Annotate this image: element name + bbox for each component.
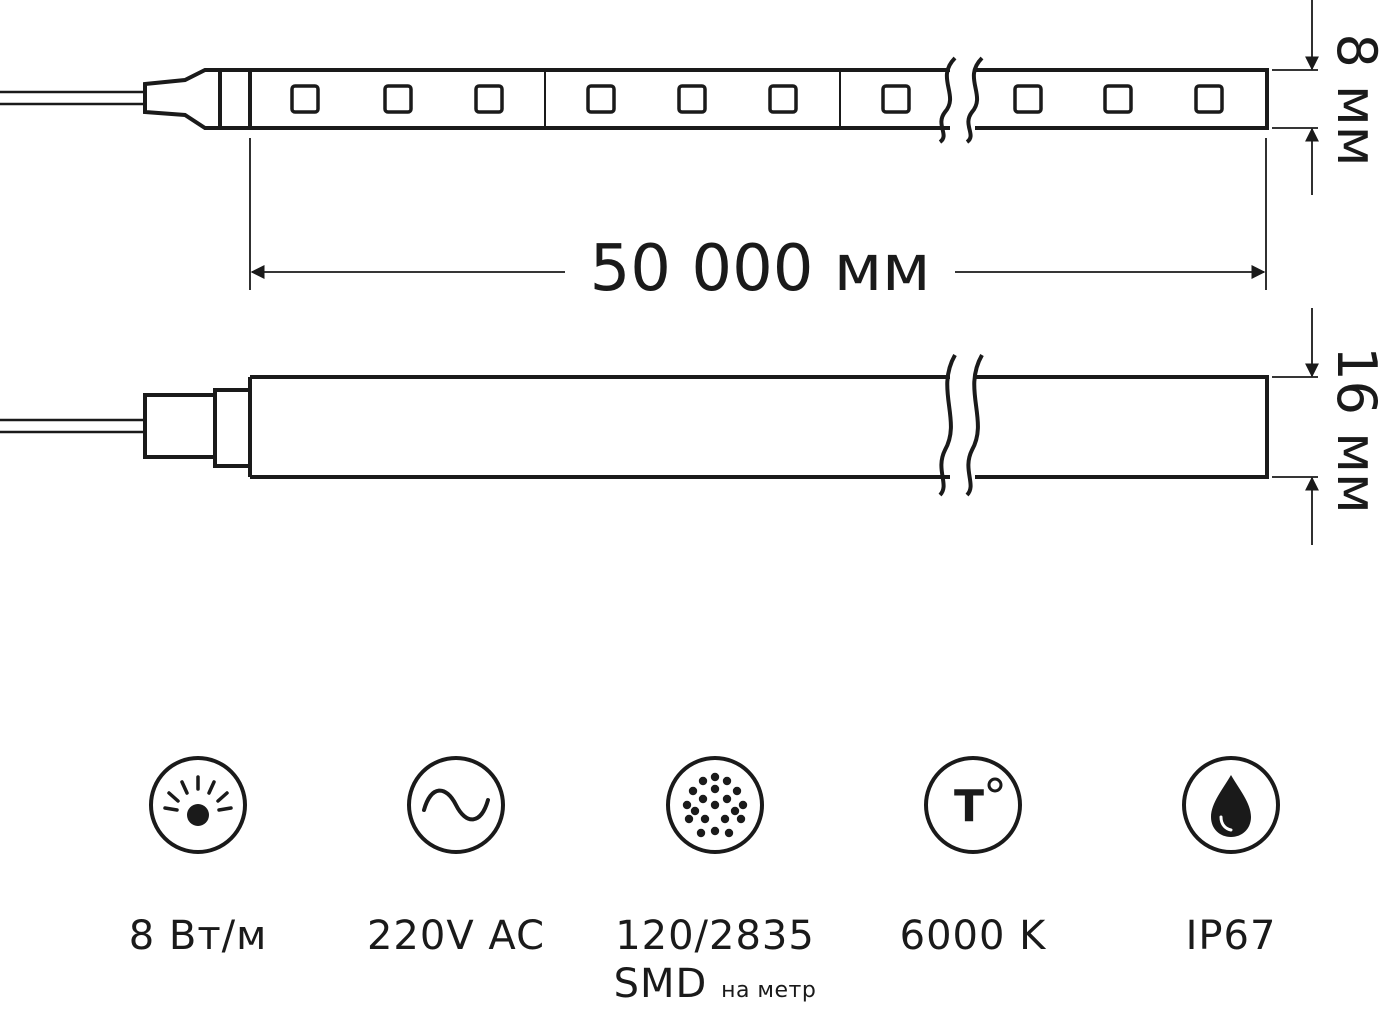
led-dot bbox=[698, 776, 708, 786]
led-dot bbox=[682, 800, 692, 810]
led-dot bbox=[722, 776, 732, 786]
led-dot bbox=[710, 800, 720, 810]
strip-width-label: 8 мм bbox=[1325, 34, 1388, 167]
led-dot bbox=[720, 814, 730, 824]
led-dot bbox=[736, 814, 746, 824]
led-dots-icon bbox=[666, 756, 764, 854]
led-dot bbox=[710, 826, 720, 836]
temperature-icon-letter: T bbox=[954, 781, 984, 832]
led-chips bbox=[290, 84, 1224, 114]
led-dot bbox=[730, 806, 740, 816]
spec-ip-label: IP67 bbox=[1185, 913, 1277, 959]
dimension-length bbox=[249, 138, 1267, 290]
led-dot bbox=[710, 772, 720, 782]
sleeve-width-label: 16 мм bbox=[1325, 346, 1388, 513]
spec-led-type: SMD на метр bbox=[613, 961, 817, 1007]
temperature-icon: T bbox=[924, 756, 1022, 854]
led-strip-sleeve-view bbox=[0, 354, 1269, 497]
spec-led-count: 120/2835 bbox=[615, 913, 815, 959]
led-dot bbox=[722, 794, 732, 804]
spec-led-label: 120/2835 SMD на метр bbox=[585, 912, 845, 1015]
length-label: 50 000 мм bbox=[590, 232, 931, 306]
led-dot bbox=[690, 806, 700, 816]
led-dot bbox=[698, 794, 708, 804]
led-dot bbox=[688, 786, 698, 796]
spec-voltage-label: 220V AC bbox=[366, 913, 545, 959]
led-dot bbox=[738, 800, 748, 810]
led-dot bbox=[732, 786, 742, 796]
dimension-strip-width bbox=[1272, 0, 1319, 195]
led-dot bbox=[710, 784, 720, 794]
led-dot bbox=[696, 828, 706, 838]
dimension-sleeve-width bbox=[1272, 308, 1319, 545]
led-dot bbox=[724, 828, 734, 838]
ac-wave-icon bbox=[407, 756, 505, 854]
led-dot bbox=[700, 814, 710, 824]
led-strip-top-view bbox=[0, 56, 1269, 144]
led-dot bbox=[684, 814, 694, 824]
spec-color-temp-label: 6000 K bbox=[899, 913, 1047, 959]
spec-power-label: 8 Вт/м bbox=[128, 913, 268, 959]
water-drop-icon bbox=[1182, 756, 1280, 854]
brightness-icon bbox=[149, 756, 247, 854]
